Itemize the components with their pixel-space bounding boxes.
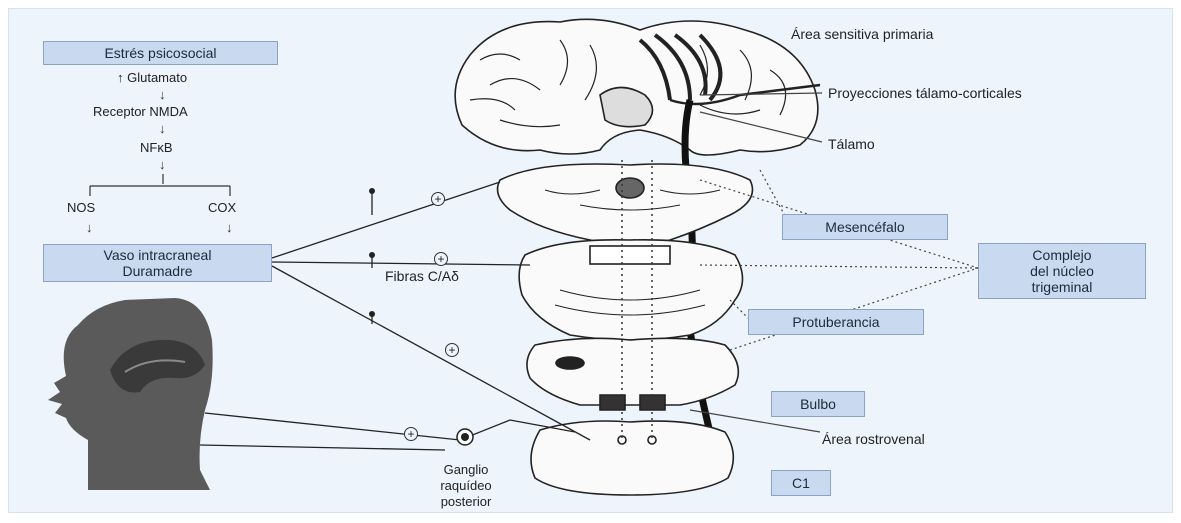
brainstem-sections — [498, 164, 753, 495]
c1-box: C1 — [771, 470, 831, 496]
rostroventral-area-label: Área rostrovenal — [822, 431, 925, 447]
midbrain-label: Mesencéfalo — [783, 219, 947, 235]
excitatory-plus-icon: + — [431, 192, 445, 206]
nmda-label: Receptor NMDA — [93, 104, 188, 120]
brain-cortex — [455, 19, 820, 155]
arrow-down-icon: ↓ — [226, 221, 233, 234]
arrow-down-icon: ↓ — [86, 221, 93, 234]
ganglion — [457, 429, 473, 445]
ganglion-label-line3: posterior — [431, 494, 501, 510]
thalamocortical-projections-label: Proyecciones tálamo-corticales — [828, 85, 1022, 101]
vessel-label-line1: Vaso intracraneal — [44, 247, 271, 263]
head-silhouette — [48, 298, 213, 490]
arrow-down-icon: ↓ — [159, 158, 166, 171]
c1-label: C1 — [772, 475, 830, 491]
fibers-label: Fibras C/Aδ — [385, 268, 459, 284]
ganglion-label-line1: Ganglio — [431, 462, 501, 478]
midbrain-box: Mesencéfalo — [782, 214, 948, 240]
trigeminal-label-line1: Complejo — [979, 247, 1145, 263]
ganglion-label-line2: raquídeo — [431, 478, 501, 494]
trigeminal-label-line2: del núcleo — [979, 263, 1145, 279]
excitatory-plus-icon: + — [404, 427, 418, 441]
nos-label: NOS — [67, 200, 95, 216]
cox-label: COX — [208, 200, 236, 216]
vessel-label-line2: Duramadre — [44, 263, 271, 279]
trigeminal-complex-box: Complejo del núcleo trigeminal — [978, 243, 1146, 299]
glutamate-label: ↑ Glutamato — [117, 70, 187, 86]
pons-label: Protuberancia — [749, 314, 923, 330]
medulla-label: Bulbo — [772, 396, 864, 412]
nfkb-label: NFκB — [140, 140, 173, 156]
arrow-down-icon: ↓ — [159, 88, 166, 101]
vessel-box: Vaso intracraneal Duramadre — [43, 244, 272, 282]
medulla-box: Bulbo — [771, 391, 865, 417]
thalamus-label: Tálamo — [828, 136, 875, 152]
excitatory-plus-icon: + — [445, 343, 459, 357]
primary-sensory-area-label: Área sensitiva primaria — [791, 26, 933, 42]
stress-label: Estrés psicosocial — [44, 45, 277, 61]
pons-box: Protuberancia — [748, 309, 924, 335]
arrow-down-icon: ↓ — [159, 122, 166, 135]
cascade-branch — [90, 174, 230, 196]
stress-box: Estrés psicosocial — [43, 41, 278, 65]
excitatory-plus-icon: + — [434, 252, 448, 266]
trigeminal-label-line3: trigeminal — [979, 279, 1145, 295]
